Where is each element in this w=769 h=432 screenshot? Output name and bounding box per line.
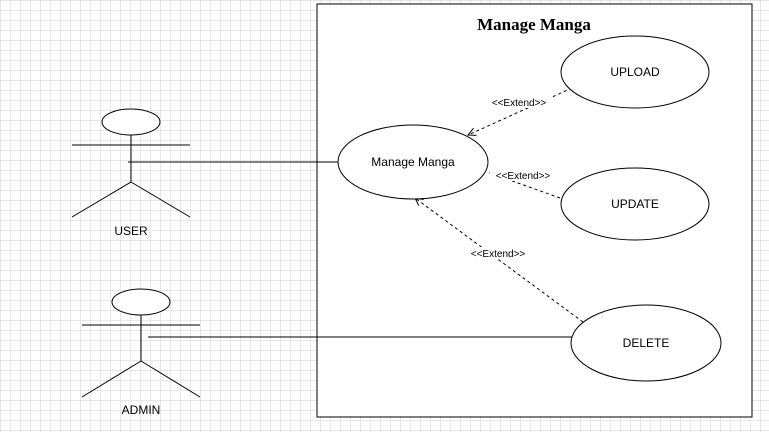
actor-admin-left-leg [81, 360, 142, 398]
actor-user-label: USER [114, 224, 148, 238]
use-case-manage-manga[interactable]: Manage Manga [337, 124, 489, 200]
actor-admin-label: ADMIN [122, 403, 161, 417]
use-case-manage-manga-label: Manage Manga [371, 155, 455, 169]
actor-admin-right-leg [140, 360, 201, 398]
actor-user-left-leg [71, 181, 132, 218]
use-case-update-label: UPDATE [611, 197, 659, 211]
use-case-delete[interactable]: DELETE [570, 304, 722, 382]
extend-upload-manage[interactable] [468, 87, 573, 135]
extend-label-update: <<Extend>> [496, 171, 551, 182]
use-case-delete-label: DELETE [623, 336, 670, 350]
extend-delete-manage[interactable] [415, 198, 584, 323]
use-case-upload[interactable]: UPLOAD [560, 35, 710, 109]
use-case-upload-label: UPLOAD [610, 65, 660, 79]
system-title: Manage Manga [477, 15, 591, 34]
use-case-update[interactable]: UPDATE [560, 167, 710, 241]
actor-user[interactable]: USER [71, 108, 191, 238]
extend-label-delete: <<Extend>> [471, 249, 526, 260]
actor-admin-head [111, 288, 171, 316]
actor-user-head [101, 108, 161, 136]
actor-user-right-leg [130, 181, 191, 218]
extend-label-upload: <<Extend>> [492, 98, 547, 109]
actor-admin[interactable]: ADMIN [81, 288, 201, 417]
